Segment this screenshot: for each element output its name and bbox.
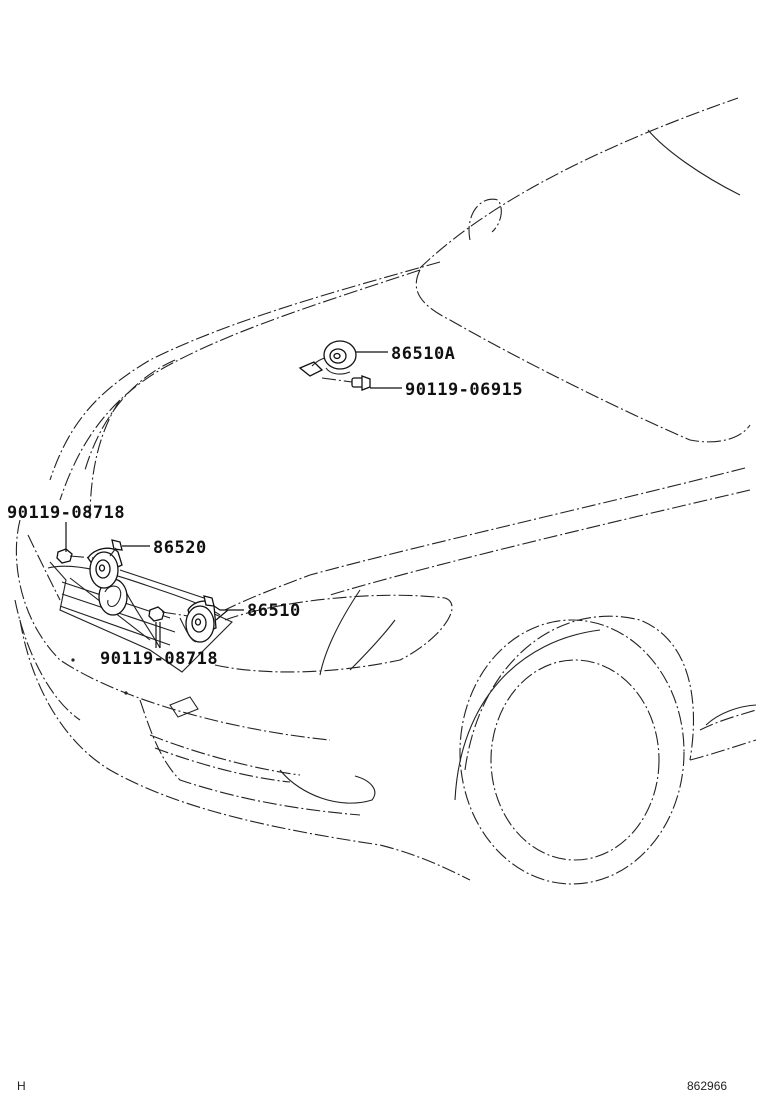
callout-90119-06915: 90119-06915 [405, 380, 523, 400]
callout-86520: 86520 [153, 538, 207, 558]
grille [47, 561, 233, 673]
bolt-center-90119-08718 [148, 606, 189, 622]
horn-86510a [298, 340, 357, 377]
bolt-left-90119-08718 [56, 548, 95, 564]
footer-left-mark: H [17, 1079, 26, 1093]
callout-86510a: 86510A [391, 344, 455, 364]
callout-90119-08718-left: 90119-08718 [7, 503, 125, 523]
leader-lines [65, 351, 402, 648]
horn-86520 [87, 539, 123, 589]
horn-86510 [179, 595, 217, 643]
car-body-outline [14, 97, 757, 885]
callout-90119-08718-center: 90119-08718 [100, 649, 218, 669]
bolt-90119-06915 [321, 375, 371, 391]
diagram-id: 862966 [687, 1079, 727, 1093]
callout-86510: 86510 [247, 601, 301, 621]
